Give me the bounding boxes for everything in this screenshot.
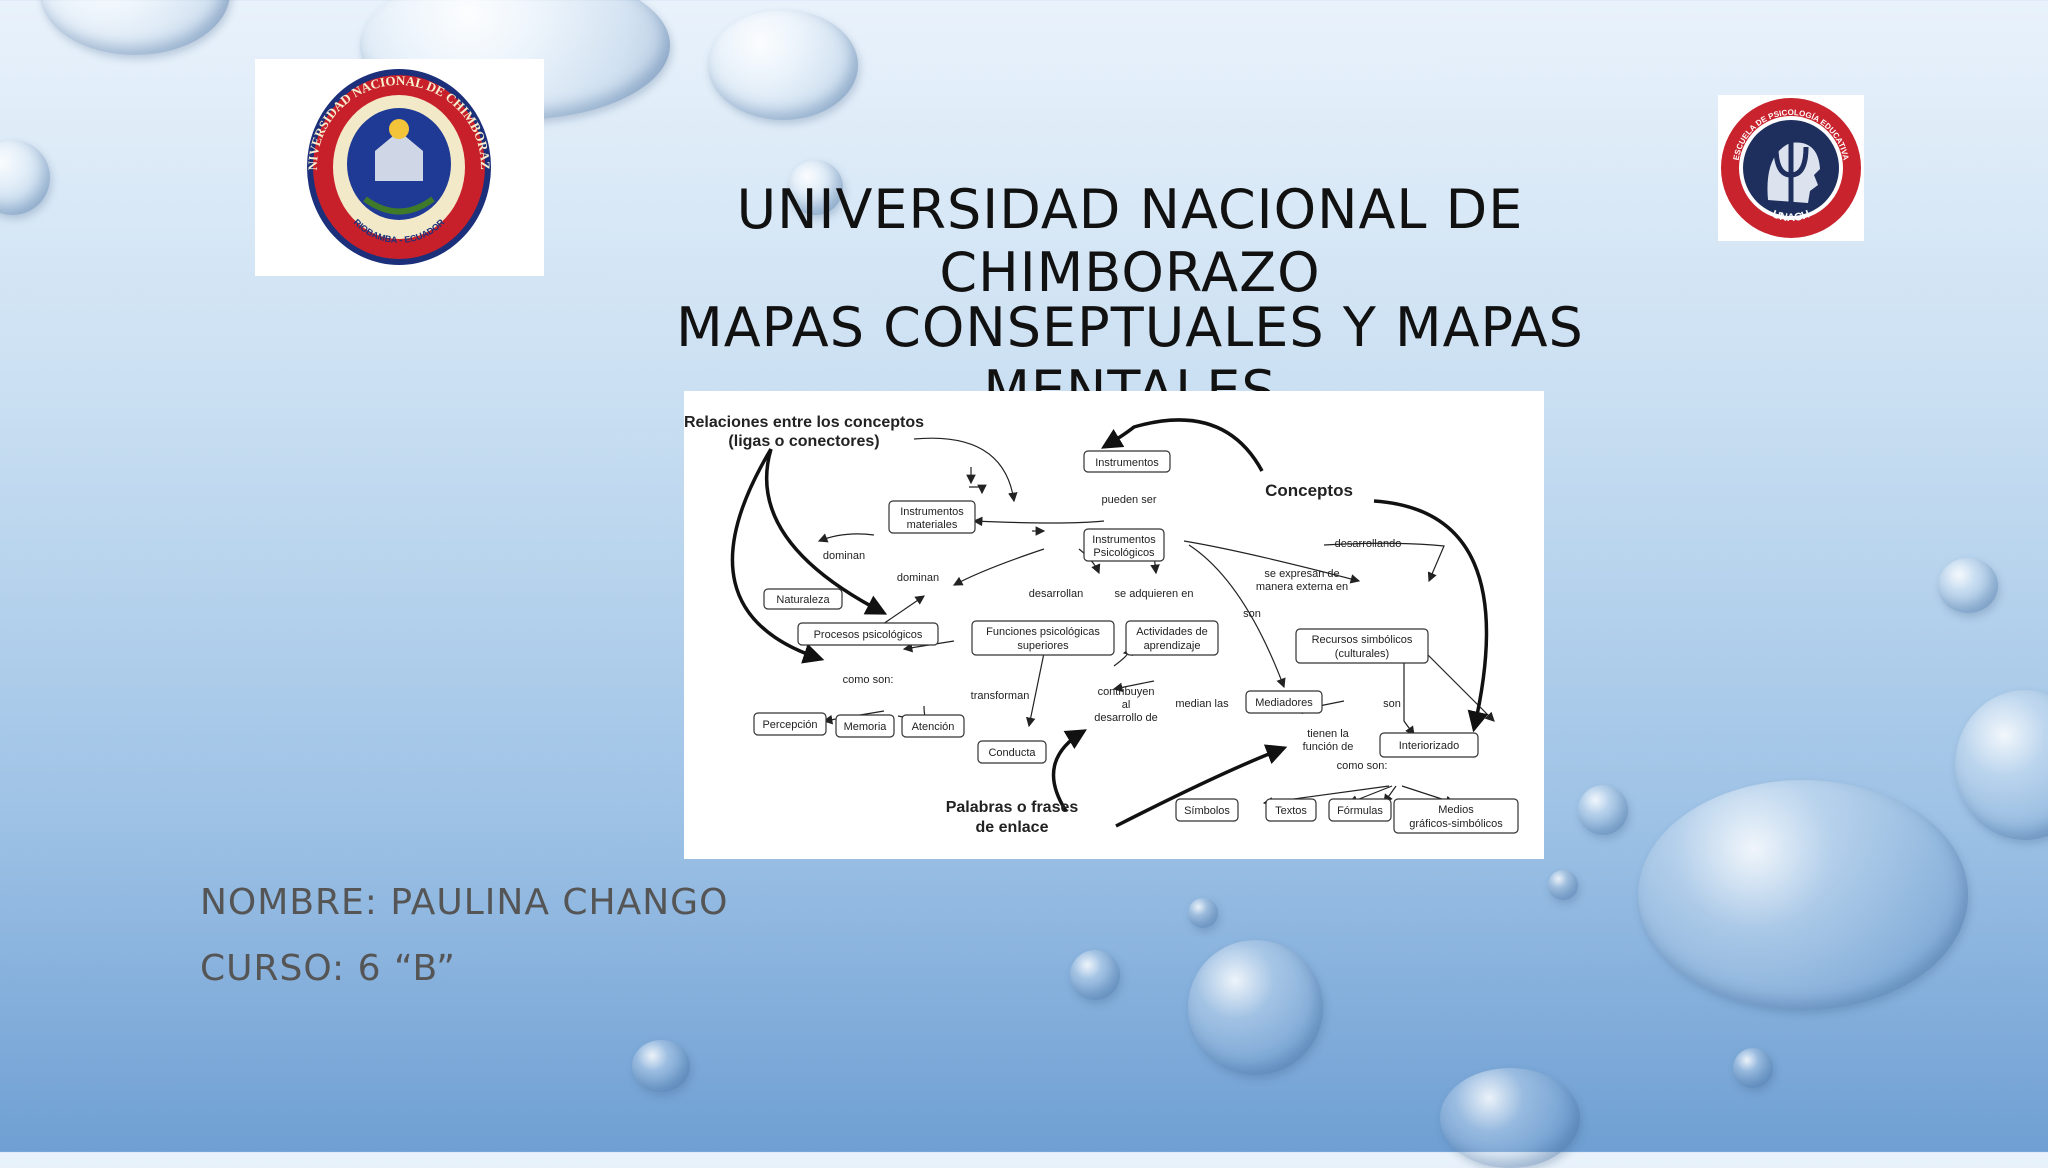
link-median-las: median las: [1175, 698, 1229, 710]
water-drop-decoration: [0, 140, 50, 215]
node-atencion: Atención: [902, 715, 964, 737]
node-formulas: Fórmulas: [1329, 799, 1391, 821]
slide-title: UNIVERSIDAD NACIONAL DE CHIMBORAZO: [560, 178, 1700, 304]
svg-text:Psicológicos: Psicológicos: [1093, 547, 1155, 559]
water-drop-decoration: [708, 10, 858, 120]
svg-text:Recursos simbólicos: Recursos simbólicos: [1312, 634, 1413, 646]
svg-text:Mediadores: Mediadores: [1255, 697, 1313, 709]
link-words-subheading: de enlace: [976, 819, 1049, 836]
node-procesos-psicologicos: Procesos psicológicos: [798, 623, 938, 645]
svg-text:gráficos-simbólicos: gráficos-simbólicos: [1409, 818, 1503, 830]
svg-text:Símbolos: Símbolos: [1184, 805, 1230, 817]
relations-heading: Relaciones entre los conceptos: [684, 414, 924, 431]
link-son: son: [1243, 608, 1261, 620]
node-naturaleza: Naturaleza: [764, 589, 842, 609]
concept-map-image: Relaciones entre los conceptos (ligas o …: [684, 391, 1544, 859]
psychology-school-logo: ESCUELA DE PSICOLOGÍA EDUCATIVA UNACH: [1718, 95, 1864, 241]
link-transforman: transforman: [971, 690, 1030, 702]
link-dominan: dominan: [823, 550, 865, 562]
link-tienen-funcion: función de: [1303, 741, 1354, 753]
link-words-heading: Palabras o frases: [946, 799, 1079, 816]
node-funciones-psicologicas: Funciones psicológicas superiores: [972, 621, 1114, 655]
water-drop-decoration: [1955, 690, 2048, 840]
water-drop-decoration: [1188, 940, 1323, 1075]
svg-text:Instrumentos: Instrumentos: [1095, 457, 1159, 469]
svg-text:(culturales): (culturales): [1335, 648, 1389, 660]
link-desarrollan: desarrollan: [1029, 588, 1083, 600]
link-como-son: como son:: [1337, 760, 1388, 772]
svg-text:materiales: materiales: [907, 519, 958, 531]
link-contribuyen: desarrollo de: [1094, 712, 1158, 724]
node-actividades-aprendizaje: Actividades de aprendizaje: [1126, 621, 1218, 655]
water-drop-decoration: [1070, 950, 1120, 1000]
water-drop-decoration: [1188, 898, 1218, 928]
node-instrumentos: Instrumentos: [1084, 451, 1170, 472]
water-drop-decoration: [632, 1040, 690, 1092]
water-drop-decoration: [1578, 785, 1628, 835]
svg-text:Memoria: Memoria: [844, 721, 888, 733]
node-conducta: Conducta: [978, 741, 1046, 763]
node-memoria: Memoria: [836, 715, 894, 737]
svg-text:Interiorizado: Interiorizado: [1399, 740, 1460, 752]
svg-text:superiores: superiores: [1017, 640, 1069, 652]
node-mediadores: Mediadores: [1246, 691, 1322, 713]
link-se-expresan: se expresan de: [1264, 568, 1339, 580]
link-contribuyen: contribuyen: [1098, 686, 1155, 698]
water-drop-decoration: [1548, 870, 1578, 900]
student-name: NOMBRE: PAULINA CHANGO: [200, 882, 728, 923]
node-textos: Textos: [1266, 799, 1316, 821]
svg-text:Percepción: Percepción: [762, 719, 817, 731]
student-course: CURSO: 6 “B”: [200, 948, 456, 989]
svg-text:Conducta: Conducta: [988, 747, 1036, 759]
svg-text:Instrumentos: Instrumentos: [900, 506, 964, 518]
node-interiorizado: Interiorizado: [1380, 733, 1478, 757]
link-como-son: como son:: [843, 674, 894, 686]
university-logo: UNIVERSIDAD NACIONAL DE CHIMBORAZO RIOBA…: [255, 59, 544, 276]
concepts-heading: Conceptos: [1265, 481, 1353, 500]
svg-text:Procesos psicológicos: Procesos psicológicos: [814, 629, 923, 641]
svg-text:Textos: Textos: [1275, 805, 1307, 817]
water-drop-decoration: [1638, 780, 1968, 1010]
svg-text:Medios: Medios: [1438, 804, 1474, 816]
link-tienen-funcion: tienen la: [1307, 728, 1349, 740]
svg-text:Instrumentos: Instrumentos: [1092, 534, 1156, 546]
svg-text:Fórmulas: Fórmulas: [1337, 805, 1383, 817]
link-desarrollando: desarrollando: [1335, 538, 1402, 550]
svg-text:aprendizaje: aprendizaje: [1144, 640, 1201, 652]
link-se-adquieren-en: se adquieren en: [1115, 588, 1194, 600]
node-percepcion: Percepción: [754, 713, 826, 735]
node-medios-graficos: Medios gráficos-simbólicos: [1394, 799, 1518, 833]
link-contribuyen: al: [1122, 699, 1131, 711]
relations-subheading: (ligas o conectores): [728, 433, 879, 450]
link-se-expresan: manera externa en: [1256, 581, 1348, 593]
link-son: son: [1383, 698, 1401, 710]
svg-text:Funciones psicológicas: Funciones psicológicas: [986, 626, 1100, 638]
svg-text:Naturaleza: Naturaleza: [776, 594, 830, 606]
link-dominan: dominan: [897, 572, 939, 584]
link-pueden-ser: pueden ser: [1101, 494, 1156, 506]
water-drop-decoration: [1938, 558, 1998, 613]
node-recursos-simbolicos: Recursos simbólicos (culturales): [1296, 629, 1428, 663]
node-simbolos: Símbolos: [1176, 799, 1238, 821]
water-drop-decoration: [1440, 1068, 1580, 1168]
water-drop-decoration: [40, 0, 230, 55]
svg-text:Actividades de: Actividades de: [1136, 626, 1208, 638]
svg-text:Atención: Atención: [912, 721, 955, 733]
water-drop-decoration: [1733, 1048, 1773, 1088]
